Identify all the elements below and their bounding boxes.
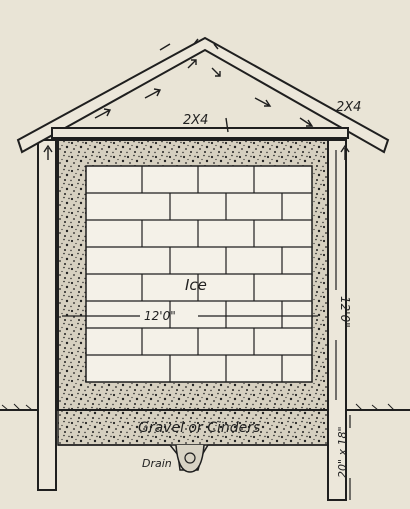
left-post — [37, 139, 57, 491]
posts — [37, 139, 347, 501]
height-dimension: 12'0" — [335, 150, 352, 400]
post-depth-dimension: 20" x 18" — [336, 415, 351, 500]
label-gravel: Gravel or Cinders — [138, 420, 260, 436]
drain — [175, 444, 205, 473]
label-drain: Drain — [142, 457, 172, 470]
gravel-bed — [57, 404, 331, 471]
label-2x4-side: 2X4 — [336, 100, 361, 115]
width-dimension: 12'0" — [62, 309, 318, 323]
label-2x4-top: 2X4 — [183, 113, 208, 128]
air-flow-arrows — [43, 59, 350, 160]
ice-block-stack — [85, 165, 313, 383]
label-ice: Ice — [185, 276, 207, 294]
right-post — [327, 139, 347, 501]
label-height-dimension: 12'0" — [338, 296, 352, 328]
label-post-depth: 20" x 18" — [336, 426, 349, 478]
plate-beam — [51, 127, 349, 139]
label-width-dimension: 12'0" — [144, 309, 176, 323]
roof — [16, 36, 390, 154]
